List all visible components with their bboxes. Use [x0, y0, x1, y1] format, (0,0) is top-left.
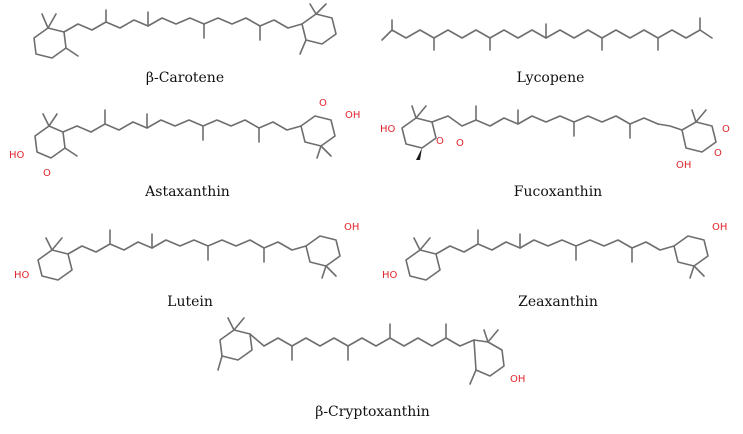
structure-zeaxanthin: HO OH: [382, 222, 727, 281]
compound-name: Lutein: [167, 294, 213, 310]
hydroxyl-label: OH: [676, 160, 691, 171]
panel-zeaxanthin: HO OH Zeaxanthin: [378, 208, 738, 318]
compound-name: Fucoxanthin: [513, 184, 603, 200]
oxygen-label: O: [456, 138, 464, 149]
structure-fucoxanthin: HO O O OH O O: [380, 105, 730, 171]
compound-name: Zeaxanthin: [518, 294, 598, 310]
panel-beta-carotene: β-Carotene: [20, 0, 350, 96]
panel-lutein: HO OH Lutein: [10, 208, 370, 318]
hydroxyl-label: HO: [14, 270, 30, 281]
oxygen-label: O: [714, 148, 722, 159]
panel-fucoxanthin: HO O O OH O O Fucoxanthin: [378, 96, 738, 208]
structure-beta-cryptoxanthin: OH: [217, 317, 525, 385]
compound-name: β-Carotene: [145, 70, 225, 86]
panel-beta-cryptoxanthin: OH β-Cryptoxanthin: [200, 312, 545, 428]
hydroxyl-label: HO: [380, 124, 396, 135]
structure-lutein: HO OH: [14, 222, 359, 281]
structure-astaxanthin: HO O O OH: [9, 98, 360, 179]
structure-beta-carotene: [33, 3, 337, 59]
oxygen-label: O: [43, 168, 51, 179]
hydroxyl-label: OH: [345, 110, 360, 121]
panel-lycopene: Lycopene: [378, 0, 723, 96]
oxygen-label: O: [319, 98, 327, 109]
compound-name: Astaxanthin: [145, 184, 230, 200]
compound-name: β-Cryptoxanthin: [315, 404, 430, 420]
oxygen-label: O: [722, 124, 730, 135]
oxygen-label: O: [436, 136, 444, 147]
structure-lycopene: [381, 17, 713, 51]
hydroxyl-label: OH: [712, 222, 727, 233]
hydroxyl-label: OH: [344, 222, 359, 233]
panel-astaxanthin: HO O O OH Astaxanthin: [5, 96, 370, 208]
compound-name: Lycopene: [516, 70, 585, 86]
hydroxyl-label: HO: [382, 270, 398, 281]
hydroxyl-label: OH: [510, 374, 525, 385]
hydroxyl-label: HO: [9, 150, 25, 161]
